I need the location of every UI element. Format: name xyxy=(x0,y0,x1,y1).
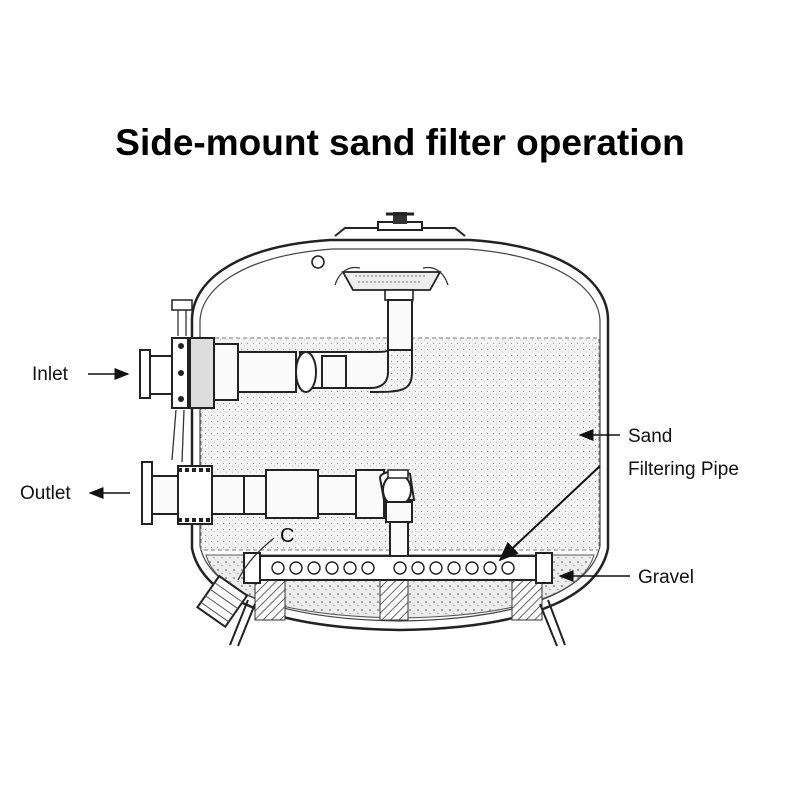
inlet-flange xyxy=(139,299,215,463)
gravel-support-right xyxy=(511,579,543,621)
left-leg xyxy=(229,599,256,647)
gravel-support-center xyxy=(379,579,409,621)
label-drain-mark: C xyxy=(280,525,294,547)
label-outlet: Outlet xyxy=(20,483,71,504)
top-diffuser xyxy=(334,266,449,301)
gravel-support-left xyxy=(254,579,286,621)
outlet-pipe xyxy=(141,461,416,559)
label-filtering-pipe: Filtering Pipe xyxy=(628,459,739,480)
filter-holes xyxy=(271,561,515,575)
label-sand: Sand xyxy=(628,426,672,447)
label-gravel: Gravel xyxy=(638,567,694,588)
drain-mark-line xyxy=(237,537,275,581)
right-leg xyxy=(539,599,566,647)
label-inlet: Inlet xyxy=(32,364,69,385)
inlet-pipe xyxy=(211,299,413,401)
drain-nozzle xyxy=(196,574,249,629)
diagram-title: Side-mount sand filter operation xyxy=(115,122,685,163)
filtering-pipe xyxy=(243,552,553,584)
top-cap xyxy=(311,212,466,269)
filtering-pipe-arrow xyxy=(498,465,601,562)
